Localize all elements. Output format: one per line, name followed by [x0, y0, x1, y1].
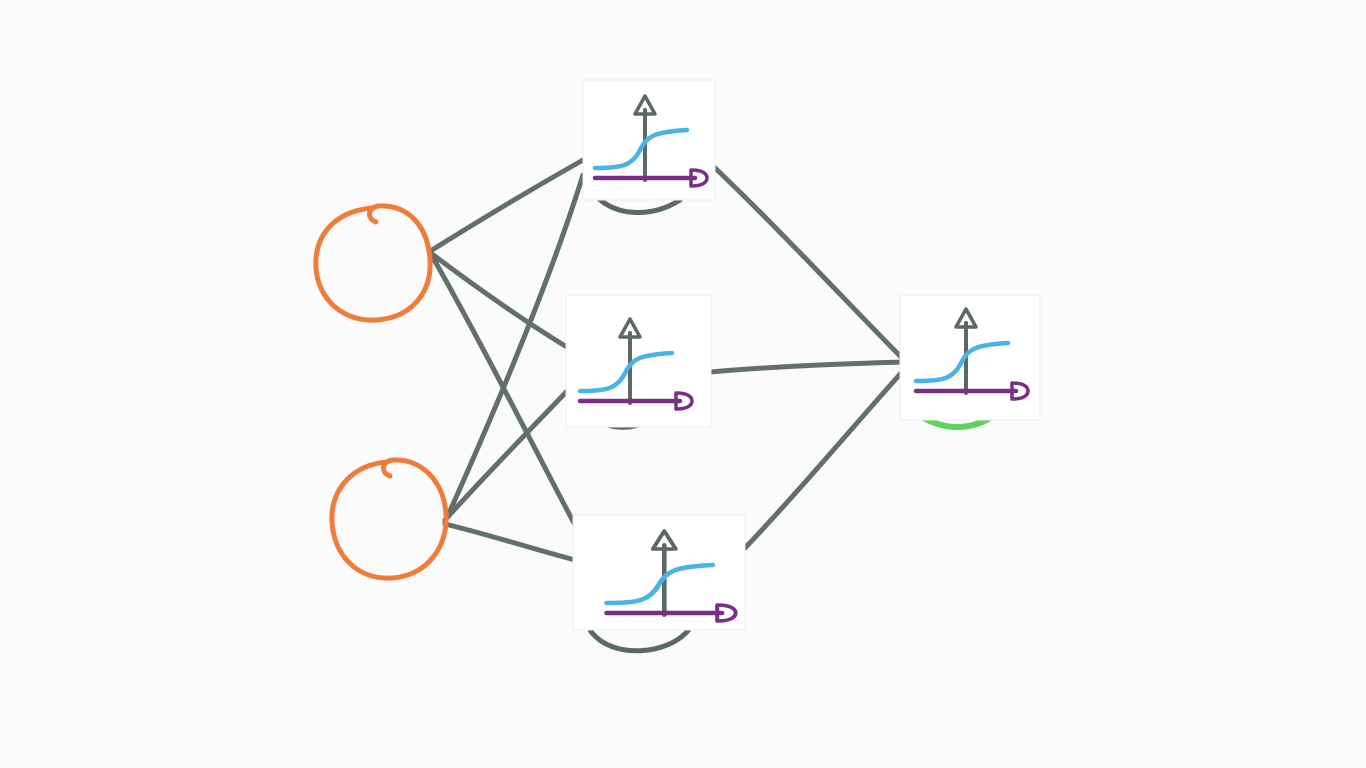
- edge-input1-hidden2: [429, 251, 575, 353]
- input-layer: [313, 203, 449, 581]
- edge-input2-hidden1: [442, 172, 586, 525]
- edge-hidden2-output: [707, 359, 905, 375]
- connections-hidden-output: [707, 162, 905, 551]
- hidden-node-2: [565, 294, 712, 428]
- edge-input2-hidden3: [442, 521, 578, 563]
- bias-arc-output: [921, 415, 993, 430]
- hidden-node-3: [572, 514, 746, 631]
- connections-input-hidden: [429, 157, 586, 563]
- output-node: [899, 294, 1041, 421]
- edge-hidden3-output: [742, 369, 905, 551]
- output-layer: [899, 294, 1041, 421]
- bias-arc-hidden1: [595, 195, 683, 215]
- input-node-2: [329, 457, 449, 581]
- edge-input2-hidden2: [442, 385, 573, 523]
- bias-arc-hidden3: [587, 625, 693, 654]
- hidden-layer: [565, 79, 746, 631]
- edge-hidden1-output: [709, 162, 905, 361]
- input-node-1: [313, 203, 433, 323]
- edge-input1-hidden1: [429, 157, 586, 253]
- hidden-node-1: [582, 79, 716, 201]
